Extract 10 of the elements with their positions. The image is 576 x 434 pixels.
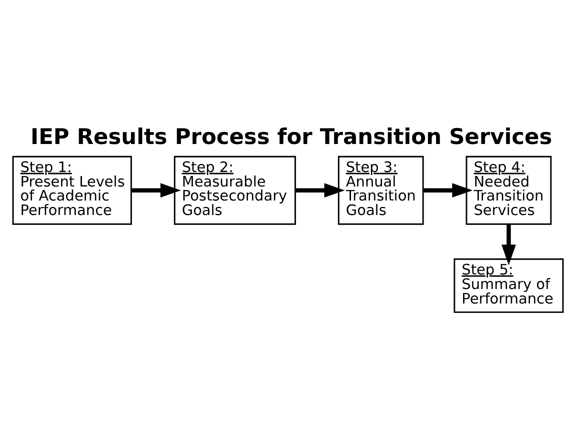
arrow <box>502 224 516 265</box>
diagram-title: IEP Results Process for Transition Services <box>30 124 552 150</box>
node-box: Step 4: Needed Transition Services <box>466 155 552 224</box>
node-box: Step 3: Annual Transition Goals <box>338 155 424 224</box>
arrow <box>423 182 473 198</box>
arrow <box>131 182 181 198</box>
node-box: Step 2: Measurable Postsecondary Goals <box>174 155 296 224</box>
node-box: Step 5: Summary of Performance <box>454 258 564 312</box>
node-box: Step 1: Present Levels of Academic Performance <box>12 155 132 224</box>
arrow <box>295 182 345 198</box>
